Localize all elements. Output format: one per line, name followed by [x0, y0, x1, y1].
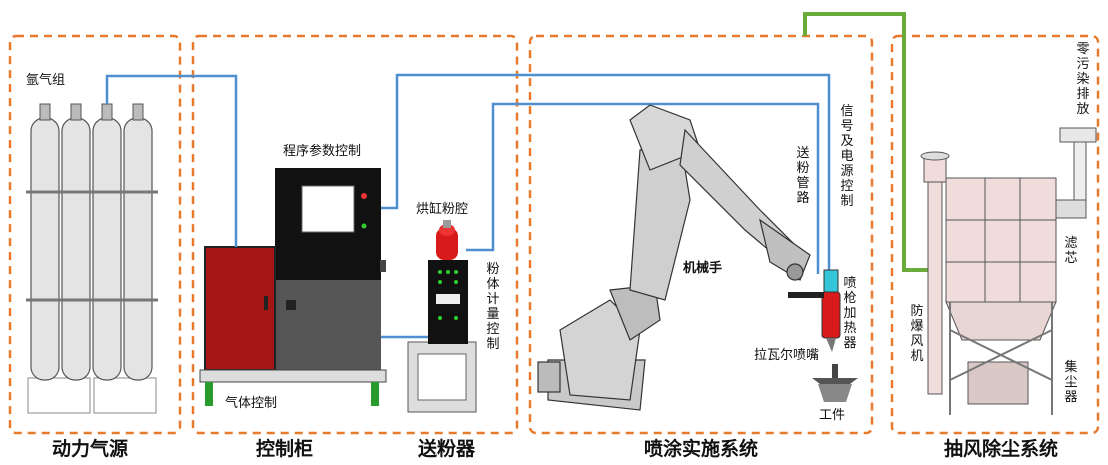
dust-collector: [920, 127, 1097, 415]
powder-pipe-label: 送粉管路: [796, 146, 810, 206]
spray-gun: [788, 269, 841, 352]
powder-feeder: [407, 220, 477, 413]
gas-bottle: [92, 117, 122, 381]
cabinet-bottom: [275, 280, 381, 370]
gas-bottle: [123, 117, 153, 381]
control-feeder-border: [191, 34, 519, 435]
dust-collector-label: 集尘器: [1064, 360, 1078, 405]
argon-bottles: [26, 103, 158, 414]
powder-line: [466, 102, 820, 274]
control-screen: [301, 185, 355, 233]
program-control-label: 程序参数控制: [283, 144, 362, 159]
gas-bottle: [61, 117, 91, 381]
section-title-power-gas: 动力气源: [52, 438, 129, 460]
gas-bottle: [30, 117, 60, 381]
workpiece-label: 工件: [819, 408, 846, 423]
section-title-powder-feeder: 送粉器: [418, 438, 476, 460]
gas-control-label: 气体控制: [225, 396, 278, 411]
bottle-valve: [101, 103, 113, 121]
powder-metering-label: 粉体计量控制: [486, 262, 500, 352]
section-borders: [8, 34, 1100, 435]
gun-heater-label: 喷枪加热器: [843, 276, 857, 351]
filter-housing: [945, 177, 1057, 303]
zero-pollution-label: 零污染排放: [1076, 42, 1090, 117]
section-title-control-cabinet: 控制柜: [256, 438, 314, 460]
baking-chamber-label: 烘缸粉腔: [416, 202, 469, 217]
gun-heater-body: [821, 291, 841, 339]
gas-control-cabinet: [204, 246, 276, 371]
bottle-valve: [39, 103, 51, 121]
signal-power-label: 信号及电源控制: [840, 104, 854, 209]
robot-arm-label: 机械手: [683, 261, 723, 276]
argon-group-label: 氩气组: [26, 73, 66, 88]
bottle-valve: [70, 103, 82, 121]
fan-pipe: [927, 181, 943, 395]
robot-arm: [537, 104, 811, 411]
gas-line: [105, 74, 238, 247]
dust-bin: [967, 361, 1029, 405]
blue-lines: [105, 73, 831, 339]
exhaust-line: [803, 12, 930, 272]
cabinet-base: [199, 369, 387, 383]
bottle-base-right: [93, 377, 157, 414]
workpiece: [812, 364, 858, 402]
section-title-exhaust-system: 抽风除尘系统: [944, 438, 1059, 460]
control-cabinet: [199, 168, 387, 406]
bottle-base-left: [27, 377, 91, 414]
section-title-spray-system: 喷涂实施系统: [644, 438, 759, 460]
gun-cyan-segment: [823, 269, 839, 293]
laval-nozzle-label: 拉瓦尔喷嘴: [754, 348, 820, 363]
bottle-valve: [132, 103, 144, 121]
baking-chamber-cylinder: [436, 228, 458, 260]
filter-label: 滤芯: [1064, 236, 1078, 266]
exhaust-system-border: [890, 34, 1100, 435]
spray-system-border: [528, 34, 874, 435]
explosion-fan-label: 防爆风机: [910, 304, 924, 364]
signal-line: [381, 73, 831, 274]
